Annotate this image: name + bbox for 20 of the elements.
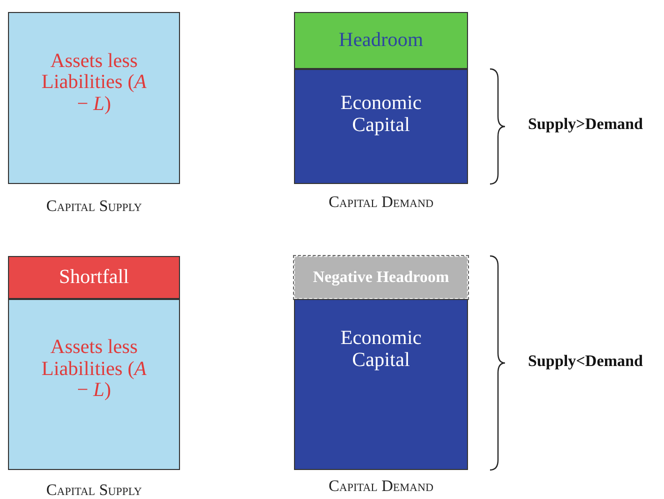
comparison-label: Supply>Demand <box>528 116 643 134</box>
capital-box <box>294 69 468 184</box>
column-caption: Capital Demand <box>328 478 434 496</box>
comparison-label: Supply<Demand <box>528 353 643 371</box>
column-caption: Capital Supply <box>46 198 142 216</box>
column-caption: Capital Supply <box>46 482 142 499</box>
headroom-box <box>294 12 468 69</box>
box-label: Assets less Liabilities (A − L) <box>40 337 148 402</box>
capital-box <box>294 299 468 470</box>
headroom-box <box>294 256 468 299</box>
box-label: Headroom <box>338 30 424 52</box>
asset-box <box>8 12 180 184</box>
box-label: Assets less Liabilities (A − L) <box>40 50 148 116</box>
column-caption: Capital Demand <box>328 194 434 212</box>
shortfall-box <box>8 256 180 299</box>
box-label: Shortfall <box>59 266 129 288</box>
box-label: Negative Headroom <box>312 268 450 286</box>
box-label: Economic Capital <box>339 328 423 372</box>
box-label: Economic Capital <box>339 92 423 136</box>
asset-box <box>8 299 180 470</box>
